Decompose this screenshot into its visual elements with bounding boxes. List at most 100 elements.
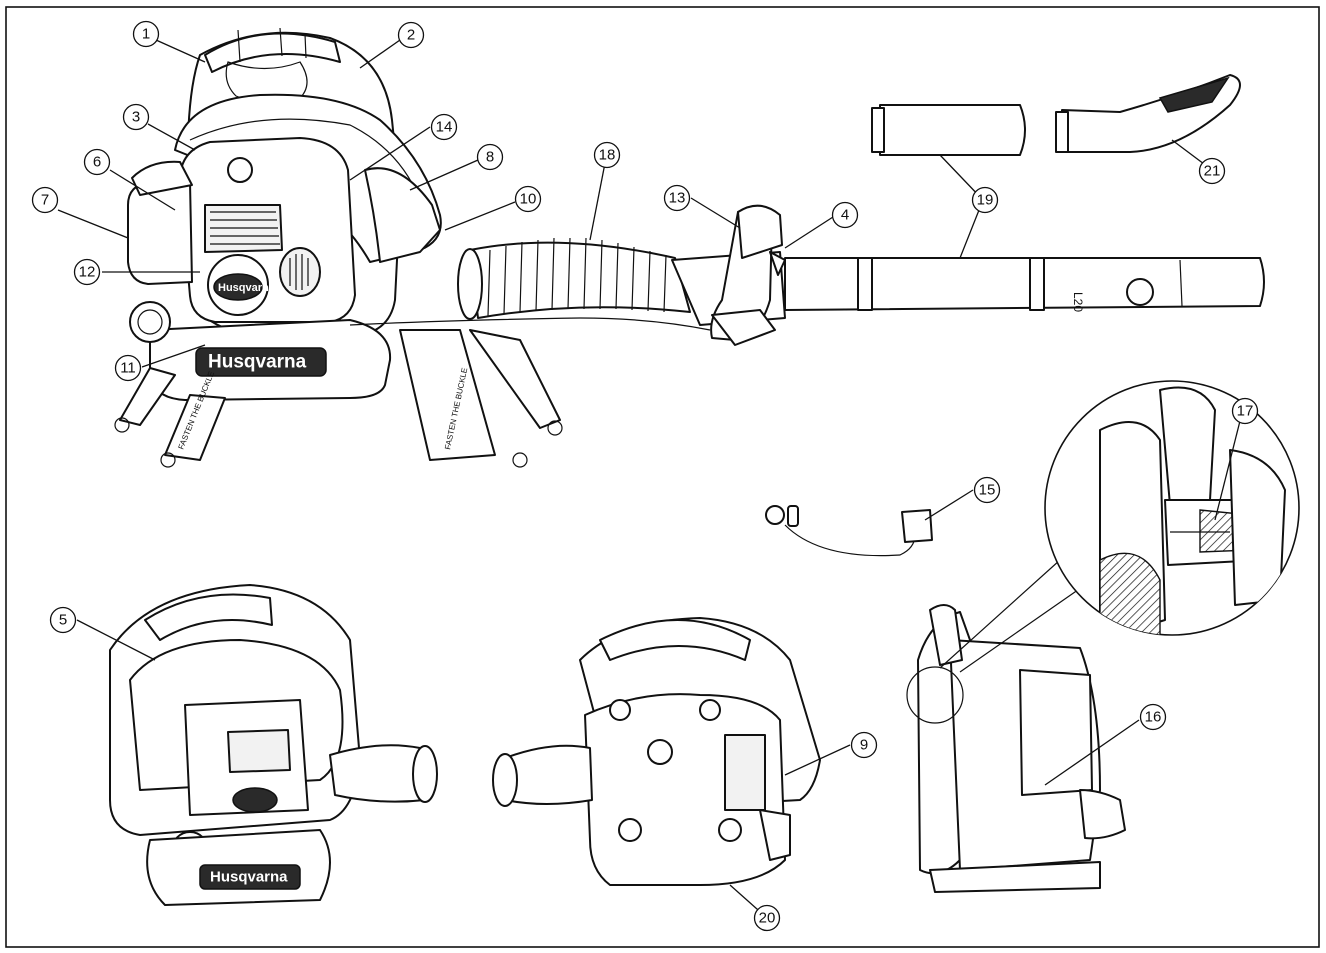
right-strap-outer	[469, 329, 561, 429]
svg-text:2: 2	[407, 27, 415, 44]
choke-lever	[131, 160, 193, 196]
svg-text:6: 6	[93, 154, 101, 171]
strap-buckle	[160, 452, 176, 468]
svg-text:15: 15	[979, 482, 996, 499]
leader-13	[690, 197, 741, 229]
plug-clip	[765, 505, 785, 525]
front-outlet-rim	[412, 745, 438, 803]
detail-ray	[939, 559, 1061, 669]
strap-buckle	[114, 417, 130, 433]
svg-text:7: 7	[41, 192, 49, 209]
cooling-vent	[279, 247, 321, 297]
svg-text:12: 12	[79, 264, 96, 281]
callout-16: 16	[1139, 703, 1167, 731]
svg-text:19: 19	[977, 192, 994, 209]
rear-outlet-rim	[492, 753, 518, 807]
callout-17: 17	[1231, 397, 1259, 425]
detail-lever	[1159, 386, 1216, 506]
leader-4	[784, 216, 834, 249]
leader-16	[1044, 719, 1140, 786]
base-brand-plate	[195, 347, 327, 377]
rear-mount	[699, 699, 721, 721]
leader-9	[784, 744, 851, 776]
detail-ray	[959, 584, 1086, 673]
leader-3	[147, 123, 196, 151]
hose-ribs	[487, 237, 667, 317]
leader-18	[589, 157, 607, 241]
callout-12: 12	[73, 258, 101, 286]
side-handle-top	[929, 604, 963, 666]
leader-15	[924, 489, 974, 521]
svg-text:5: 5	[59, 612, 67, 629]
callout-9: 9	[850, 731, 878, 759]
strap-buckle	[547, 420, 563, 436]
callout-20: 20	[753, 904, 781, 932]
rear-outlet	[499, 744, 593, 805]
side-base	[929, 861, 1101, 893]
callout-15: 15	[973, 476, 1001, 504]
leader-2	[359, 39, 401, 69]
callout-1: 1	[132, 20, 160, 48]
base-brand-text: Husqvarna	[208, 352, 307, 373]
nozzle-clamp	[1055, 111, 1069, 153]
rear-mount	[718, 818, 742, 842]
blow-tubes: L20	[784, 74, 1265, 312]
detail-hatched-section	[1099, 552, 1161, 635]
blower-side-view	[906, 559, 1126, 893]
throttle-trigger	[711, 309, 776, 346]
straight-tube	[879, 104, 1026, 156]
svg-text:8: 8	[486, 149, 494, 166]
flex-hose	[457, 237, 691, 320]
left-strap-outer	[119, 367, 176, 426]
straight-tube-clamp	[871, 107, 885, 153]
grille-slots	[210, 211, 280, 245]
air-filter-cover	[127, 181, 193, 285]
main-blower-assembly: Husqvarna Husqvarna FASTEN THE BUCKLE FA…	[114, 27, 711, 468]
spark-plug-wire	[765, 505, 933, 557]
hose-body	[469, 241, 691, 319]
strap-buckle	[512, 452, 528, 468]
front-brand-text: Husqvarna	[210, 869, 288, 886]
rear-mount	[609, 699, 631, 721]
detail-magnifier	[1044, 380, 1300, 636]
blow-tube-main	[784, 257, 1265, 311]
brand-badge-text: Husqvarna	[218, 282, 276, 294]
left-strap-tag	[164, 394, 226, 461]
leader-11	[141, 344, 206, 368]
callout-13: 13	[663, 184, 691, 212]
handle-straps	[237, 27, 307, 63]
callout-4: 4	[831, 201, 859, 229]
svg-text:17: 17	[1237, 403, 1254, 420]
throttle-cable	[349, 317, 711, 331]
fuel-cap	[129, 301, 171, 343]
tube-clamp	[857, 257, 873, 311]
callout-3: 3	[122, 103, 150, 131]
svg-text:18: 18	[599, 147, 616, 164]
svg-text:11: 11	[120, 360, 136, 377]
fuel-cap-center	[137, 309, 163, 335]
handle-top	[737, 204, 783, 259]
vent-slots	[289, 254, 309, 290]
leader-8	[409, 159, 479, 191]
hose-end-left	[457, 248, 483, 320]
callout-11: 11	[114, 354, 142, 382]
callout-10: 10	[514, 185, 542, 213]
front-brand-plate	[199, 864, 301, 890]
front-badge	[232, 787, 278, 813]
callout-18: 18	[593, 141, 621, 169]
callout-7: 7	[31, 186, 59, 214]
plug-boot	[901, 509, 933, 543]
throttle-handle	[671, 204, 786, 346]
fan-housing-rim	[189, 118, 421, 201]
diagram-frame	[5, 6, 1320, 948]
front-handle	[144, 593, 273, 641]
svg-text:20: 20	[759, 910, 776, 927]
nozzle-opening	[1158, 76, 1230, 113]
plug-wire	[784, 524, 916, 557]
rear-bracket	[759, 809, 791, 861]
svg-text:9: 9	[860, 737, 868, 754]
svg-text:10: 10	[520, 191, 537, 208]
leader-5	[76, 619, 156, 661]
tube-clamp	[1029, 257, 1045, 311]
